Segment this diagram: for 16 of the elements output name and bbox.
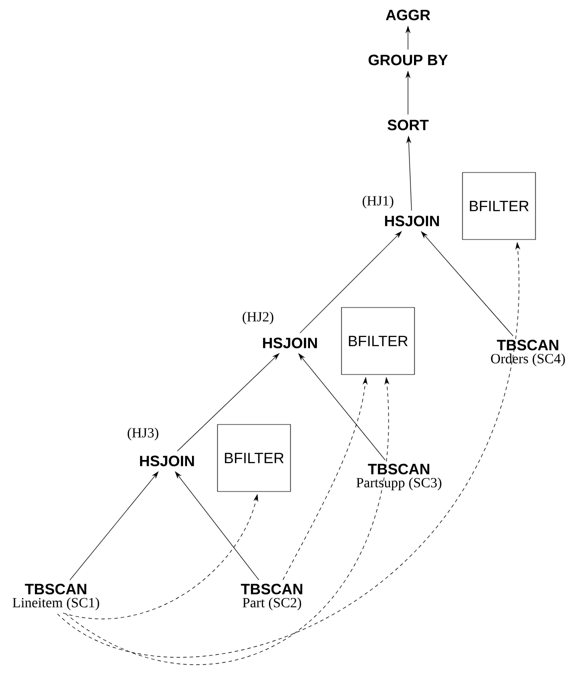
filter-box: BFILTER — [217, 424, 291, 492]
operator-label: TBSCAN Partsupp (SC3) — [356, 464, 442, 490]
operator-label: HSJOIN — [385, 216, 439, 226]
operator-label: TBSCAN Lineitem (SC1) — [12, 584, 100, 610]
operator-label: TBSCAN Orders (SC4) — [491, 340, 565, 366]
operator-label: HSJOIN — [140, 456, 194, 466]
filter-box: BFILTER — [341, 307, 415, 375]
join-label: (HJ1) — [362, 196, 394, 208]
operator-label: AGGR — [386, 10, 430, 20]
operator-label: TBSCAN Part (SC2) — [240, 584, 302, 610]
operator-label: HSJOIN — [263, 338, 317, 348]
join-label: (HJ3) — [128, 428, 158, 440]
operator-label: SORT — [388, 120, 429, 130]
join-label: (HJ2) — [242, 312, 274, 324]
operator-label: GROUP BY — [368, 54, 448, 66]
filter-box: BFILTER — [462, 172, 536, 240]
